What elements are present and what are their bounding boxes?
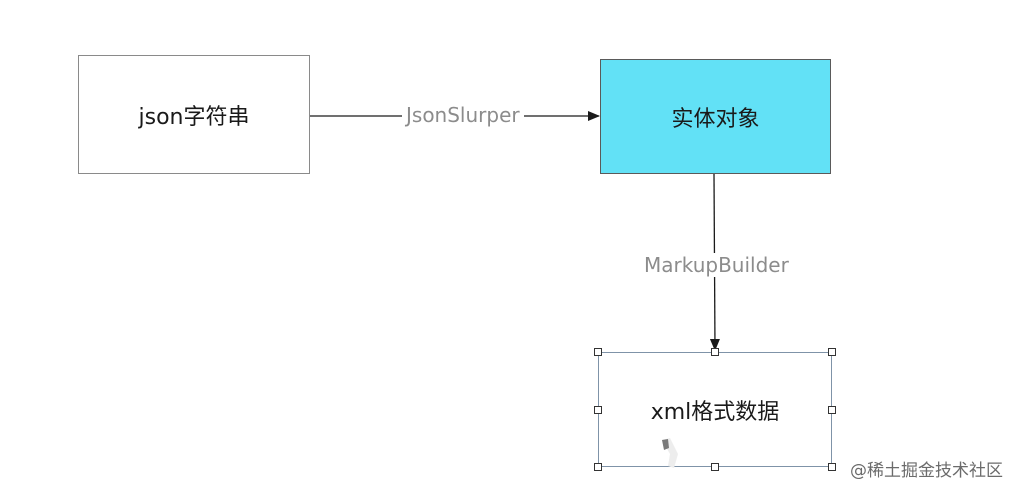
resize-handle-middle-left[interactable]: [594, 406, 602, 414]
resize-handle-middle-right[interactable]: [828, 406, 836, 414]
cursor-icon: [662, 438, 678, 468]
entity-object-label: 实体对象: [671, 106, 760, 132]
markupbuilder-edge-label: MarkupBuilder: [640, 253, 793, 277]
resize-handle-top-left[interactable]: [594, 348, 602, 356]
json-string-label: json字符串: [138, 104, 250, 130]
resize-handle-top-center[interactable]: [711, 348, 719, 356]
xml-data-label: xml格式数据: [650, 399, 780, 425]
resize-handle-top-right[interactable]: [828, 348, 836, 356]
jsonslurper-edge-label: JsonSlurper: [402, 103, 524, 127]
xml-data-node[interactable]: xml格式数据: [598, 352, 832, 467]
entity-object-node[interactable]: 实体对象: [600, 59, 831, 174]
resize-handle-bottom-left[interactable]: [594, 463, 602, 471]
watermark: @稀土掘金技术社区: [850, 461, 1003, 481]
resize-handle-bottom-right[interactable]: [828, 463, 836, 471]
json-string-node[interactable]: json字符串: [78, 55, 310, 174]
resize-handle-bottom-center[interactable]: [711, 463, 719, 471]
